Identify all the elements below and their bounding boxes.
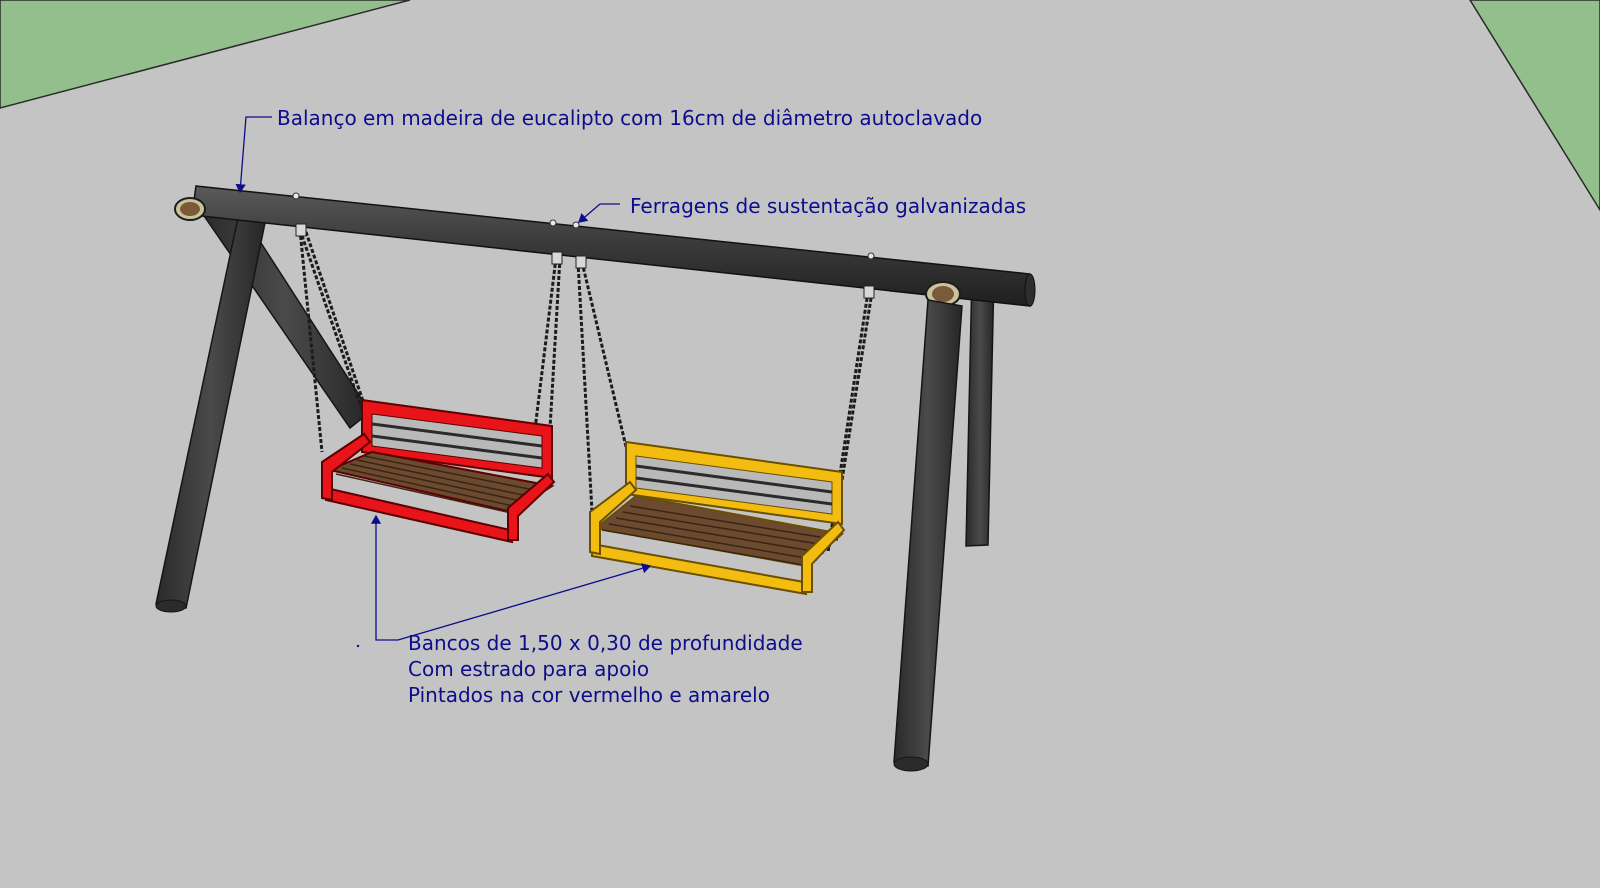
annotation-bancos-line-2: Com estrado para apoio (408, 657, 650, 681)
seat-yellow-backrest-gap (635, 455, 833, 515)
hardware-bolt-4 (867, 252, 875, 260)
seat-red-slats (335, 455, 545, 515)
seat-red-back-slat-2 (371, 434, 543, 460)
seat-red-deck (326, 450, 555, 514)
stray-dot (356, 644, 360, 648)
beam-end-right (1024, 273, 1036, 307)
annotation-ferragens: Ferragens de sustentação galvanizadas (630, 194, 1027, 218)
grass-area-top-right (1469, 0, 1600, 212)
seat-yellow-armrest-left (589, 480, 638, 556)
leader-main (235, 116, 272, 194)
seat-red-back-slat-1 (371, 422, 543, 448)
seat-red-backrest-gap (371, 413, 543, 469)
hook-right-1 (575, 255, 587, 269)
hardware-bolt-1 (292, 192, 300, 200)
hook-left-2 (551, 251, 563, 265)
hardware-bolt-3 (572, 221, 580, 229)
seat-red (321, 398, 556, 544)
leader-lines (235, 116, 652, 641)
annotation-main: Balanço em madeira de eucalipto com 16cm… (277, 106, 983, 130)
seat-yellow-armrest-right (801, 520, 846, 593)
annotation-bancos: Bancos de 1,50 x 0,30 de profundidade Co… (408, 630, 803, 708)
grass-area-top-left (0, 0, 411, 109)
seat-yellow-back-slat-1 (635, 464, 833, 494)
leader-bancos-red (370, 514, 398, 641)
hook-left-1 (295, 223, 307, 237)
post-front-left (155, 217, 267, 609)
leader-ferragens (578, 203, 620, 223)
log-end-core-left (180, 202, 200, 216)
seat-yellow (589, 440, 846, 596)
post-foot-right (893, 756, 929, 772)
seat-yellow-back-slat-2 (635, 476, 833, 506)
seat-red-armrest-left (321, 432, 372, 502)
seat-yellow-slats (601, 505, 839, 567)
post-back-right (965, 271, 995, 547)
log-end-core-right (932, 286, 954, 302)
hook-right-2 (863, 285, 875, 299)
annotation-bancos-line-3: Pintados na cor vermelho e amarelo (408, 683, 770, 707)
annotation-bancos-line-1: Bancos de 1,50 x 0,30 de profundidade (408, 631, 803, 655)
hardware-bolt-2 (549, 219, 557, 227)
post-foot-left (155, 599, 187, 613)
post-front-right (893, 299, 963, 767)
leader-bancos-yellow (397, 563, 652, 641)
seat-red-armrest-right (507, 472, 556, 541)
